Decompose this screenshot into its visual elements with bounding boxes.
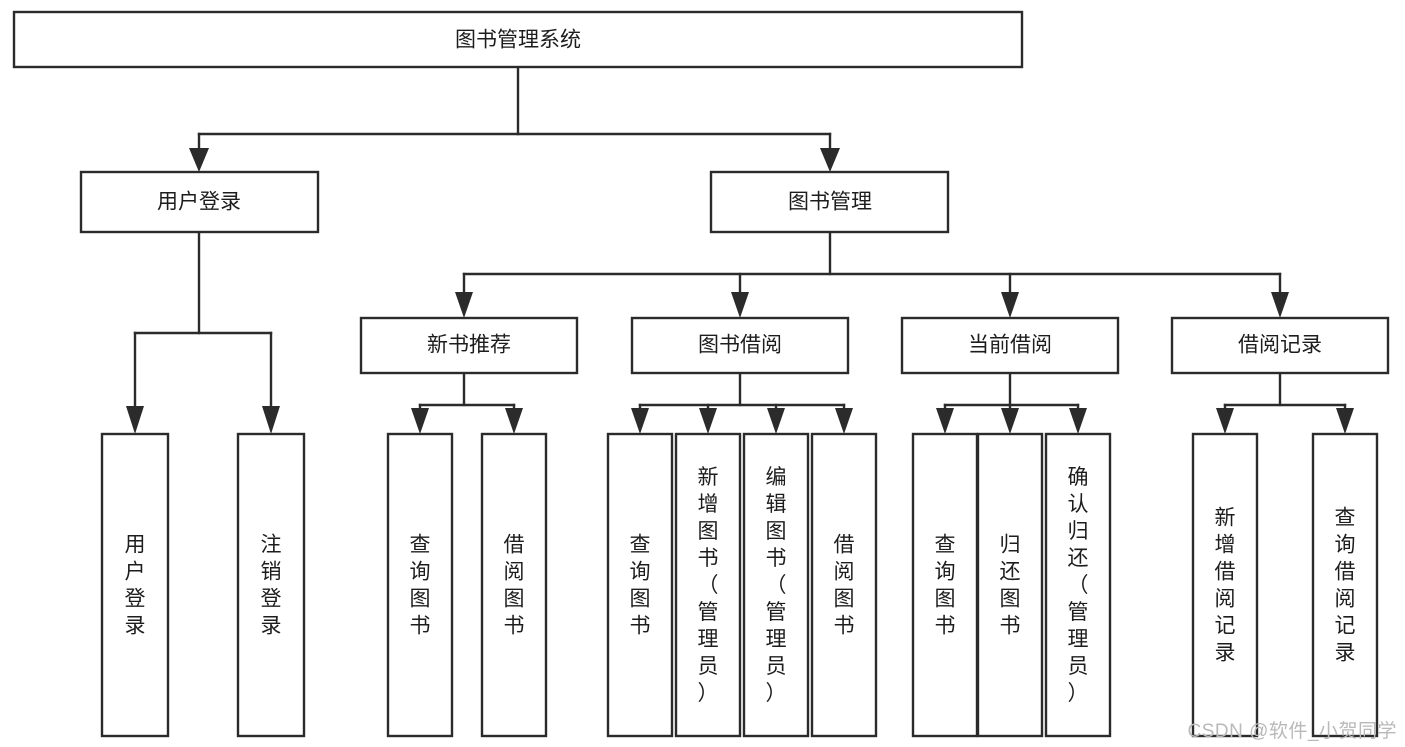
node-leaf-query-book-1-box[interactable]	[386, 432, 454, 738]
node-borrow-record[interactable]: 借阅记录	[1170, 316, 1390, 375]
node-book-manage-label: 图书管理	[788, 191, 872, 214]
node-root-box[interactable]	[12, 10, 1024, 69]
node-leaf-query-book-3-box[interactable]	[911, 432, 979, 738]
node-leaf-add-book[interactable]: 新增图书（管理员）	[674, 432, 742, 738]
node-leaf-borrow-book-2[interactable]: 借阅图书	[810, 432, 878, 738]
node-leaf-confirm-return-box[interactable]	[1044, 432, 1112, 738]
node-leaf-add-book-label: 新增图书（管理员）	[698, 466, 719, 705]
arrow-head-borrow-record	[1271, 292, 1289, 318]
arrow-head-book-manage	[820, 148, 840, 172]
node-current-borrow[interactable]: 当前借阅	[900, 316, 1120, 375]
node-current-borrow-label: 当前借阅	[968, 334, 1052, 357]
arrow-head-new-book-recommend	[455, 292, 473, 318]
node-leaf-user-login-label: 用户登录	[125, 534, 146, 638]
node-leaf-query-book-3[interactable]: 查询图书	[911, 432, 979, 738]
connector-group-borrow-record	[1216, 371, 1354, 434]
node-leaf-edit-book-box[interactable]	[742, 432, 810, 738]
node-leaf-query-book-2-box[interactable]	[606, 432, 674, 738]
node-leaf-return-book[interactable]: 归还图书	[976, 432, 1044, 738]
node-leaf-return-book-label: 归还图书	[1000, 534, 1021, 638]
connector-group-new-book-recommend	[411, 371, 523, 434]
arrow-head-leaf-query-book-3	[936, 408, 954, 434]
node-borrow-record-label: 借阅记录	[1238, 334, 1322, 357]
node-leaf-confirm-return-label: 确认归还（管理员）	[1068, 466, 1089, 705]
connector-group-book-borrow	[631, 371, 853, 434]
node-leaf-edit-book-label: 编辑图书（管理员）	[766, 466, 787, 705]
arrow-head-current-borrow	[1001, 292, 1019, 318]
node-book-manage[interactable]: 图书管理	[709, 170, 950, 234]
node-leaf-borrow-book-1[interactable]: 借阅图书	[480, 432, 548, 738]
node-leaf-query-book-1-label: 查询图书	[410, 534, 431, 638]
node-book-manage-box[interactable]	[709, 170, 950, 234]
node-leaf-borrow-book-1-label: 借阅图书	[504, 534, 525, 638]
connector-group-current-borrow	[936, 371, 1087, 434]
node-leaf-query-record-label: 查询借阅记录	[1335, 507, 1356, 665]
node-leaf-return-book-box[interactable]	[976, 432, 1044, 738]
node-leaf-borrow-book-2-box[interactable]	[810, 432, 878, 738]
arrow-head-leaf-add-book	[699, 408, 717, 434]
node-borrow-record-box[interactable]	[1170, 316, 1390, 375]
node-leaf-edit-book[interactable]: 编辑图书（管理员）	[742, 432, 810, 738]
arrow-head-leaf-edit-book	[767, 408, 785, 434]
node-leaf-borrow-book-1-box[interactable]	[480, 432, 548, 738]
node-leaf-user-login[interactable]: 用户登录	[100, 432, 170, 738]
node-leaf-query-book-2-label: 查询图书	[630, 534, 651, 638]
arrow-head-user-login	[189, 148, 209, 172]
node-root[interactable]: 图书管理系统	[12, 10, 1024, 69]
arrow-head-leaf-return-book	[1001, 408, 1019, 434]
node-leaf-query-book-2[interactable]: 查询图书	[606, 432, 674, 738]
node-new-book-recommend-box[interactable]	[359, 316, 579, 375]
connector-group-root	[189, 65, 840, 172]
node-leaf-add-record-label: 新增借阅记录	[1215, 507, 1236, 665]
node-root-label: 图书管理系统	[455, 29, 581, 52]
arrow-head-book-borrow	[731, 292, 749, 318]
node-leaf-add-book-box[interactable]	[674, 432, 742, 738]
arrow-head-leaf-user-login	[126, 406, 144, 434]
node-leaf-user-logout-label: 注销登录	[261, 534, 282, 638]
node-book-borrow-box[interactable]	[630, 316, 850, 375]
arrow-head-leaf-user-logout	[262, 406, 280, 434]
arrow-head-leaf-query-book-2	[631, 408, 649, 434]
node-user-login-box[interactable]	[79, 170, 320, 234]
arrow-head-leaf-query-record	[1336, 408, 1354, 434]
arrow-head-leaf-borrow-book-1	[505, 408, 523, 434]
node-leaf-query-book-3-label: 查询图书	[935, 534, 956, 638]
node-new-book-recommend[interactable]: 新书推荐	[359, 316, 579, 375]
connector-group-book-manage	[455, 230, 1289, 318]
node-leaf-add-record[interactable]: 新增借阅记录	[1191, 432, 1259, 738]
node-leaf-user-login-box[interactable]	[100, 432, 170, 738]
node-current-borrow-box[interactable]	[900, 316, 1120, 375]
node-leaf-borrow-book-2-label: 借阅图书	[834, 534, 855, 638]
node-leaf-query-record-box[interactable]	[1311, 432, 1379, 738]
arrow-head-leaf-query-book-1	[411, 408, 429, 434]
arrow-head-leaf-confirm-return	[1069, 408, 1087, 434]
node-book-borrow[interactable]: 图书借阅	[630, 316, 850, 375]
node-leaf-confirm-return[interactable]: 确认归还（管理员）	[1044, 432, 1112, 738]
connector-group-user-login	[126, 230, 280, 434]
node-leaf-add-record-box[interactable]	[1191, 432, 1259, 738]
arrow-head-leaf-borrow-book-2	[835, 408, 853, 434]
node-user-login-label: 用户登录	[157, 191, 241, 214]
node-new-book-recommend-label: 新书推荐	[427, 334, 511, 357]
node-leaf-query-book-1[interactable]: 查询图书	[386, 432, 454, 738]
node-leaf-user-logout-box[interactable]	[236, 432, 306, 738]
arrow-head-leaf-add-record	[1216, 408, 1234, 434]
node-leaf-query-record[interactable]: 查询借阅记录	[1311, 432, 1379, 738]
csdn-watermark: CSDN @软件_小贺同学	[1187, 721, 1397, 742]
node-book-borrow-label: 图书借阅	[698, 334, 782, 357]
node-user-login[interactable]: 用户登录	[79, 170, 320, 234]
node-leaf-user-logout[interactable]: 注销登录	[236, 432, 306, 738]
